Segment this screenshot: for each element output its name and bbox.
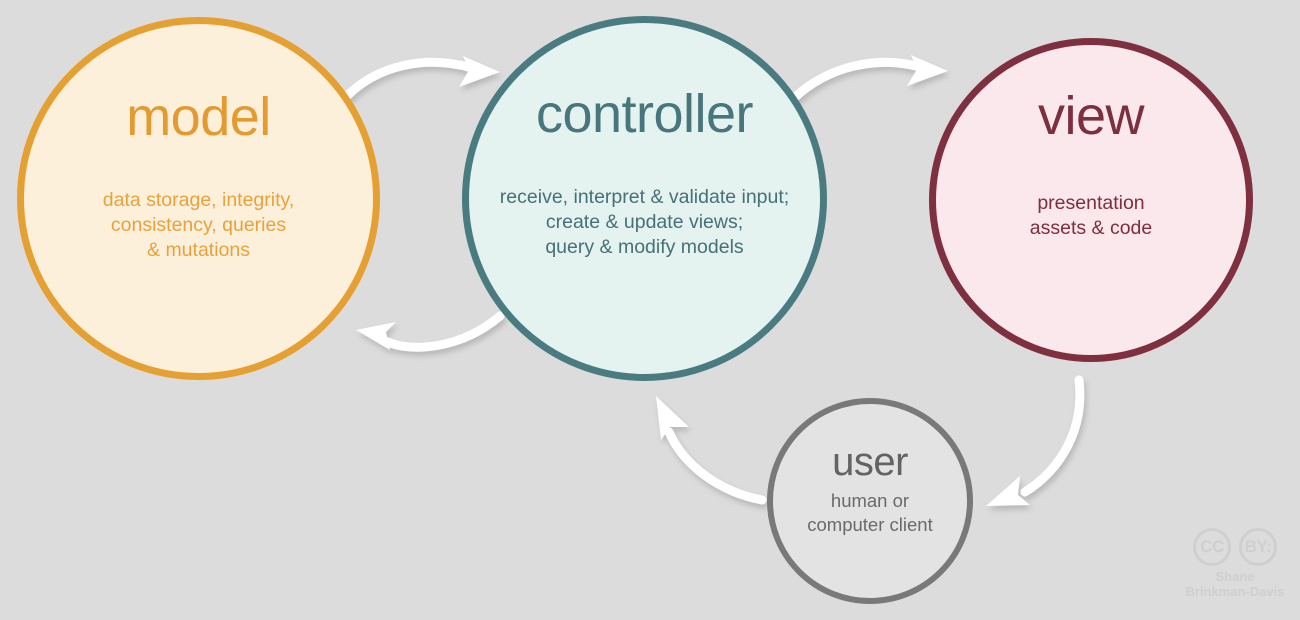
cc-by-icon: BY: — [1239, 528, 1277, 566]
attribution-author: Shane Brinkman-Davis — [1185, 569, 1285, 600]
node-controller-description: receive, interpret & validate input; cre… — [499, 186, 790, 258]
node-user[interactable]: user human or computer client — [767, 398, 973, 604]
arrow-view-to-user — [986, 375, 1085, 506]
node-controller-title: controller — [535, 84, 754, 144]
arrow-controller-to-model — [356, 311, 505, 352]
arrow-user-to-controller — [656, 396, 767, 505]
node-view[interactable]: view presentation assets & code — [929, 38, 1253, 362]
node-model-description: data storage, integrity, consistency, qu… — [102, 189, 295, 261]
node-model[interactable]: model data storage, integrity, consisten… — [17, 17, 380, 380]
node-controller[interactable]: controller receive, interpret & validate… — [462, 16, 827, 381]
node-model-title: model — [126, 87, 271, 147]
node-user-title: user — [832, 440, 908, 484]
node-view-title: view — [1037, 86, 1145, 146]
cc-badge-marks: CC BY: — [1176, 528, 1294, 566]
node-user-description: human or computer client — [807, 490, 933, 535]
creative-commons-attribution: CC BY: Shane Brinkman-Davis — [1176, 528, 1294, 608]
arrow-model-to-controller — [340, 56, 500, 103]
creative-commons-icon: CC — [1193, 528, 1231, 566]
node-view-description: presentation assets & code — [1029, 192, 1153, 239]
arrow-controller-to-view — [788, 55, 948, 104]
